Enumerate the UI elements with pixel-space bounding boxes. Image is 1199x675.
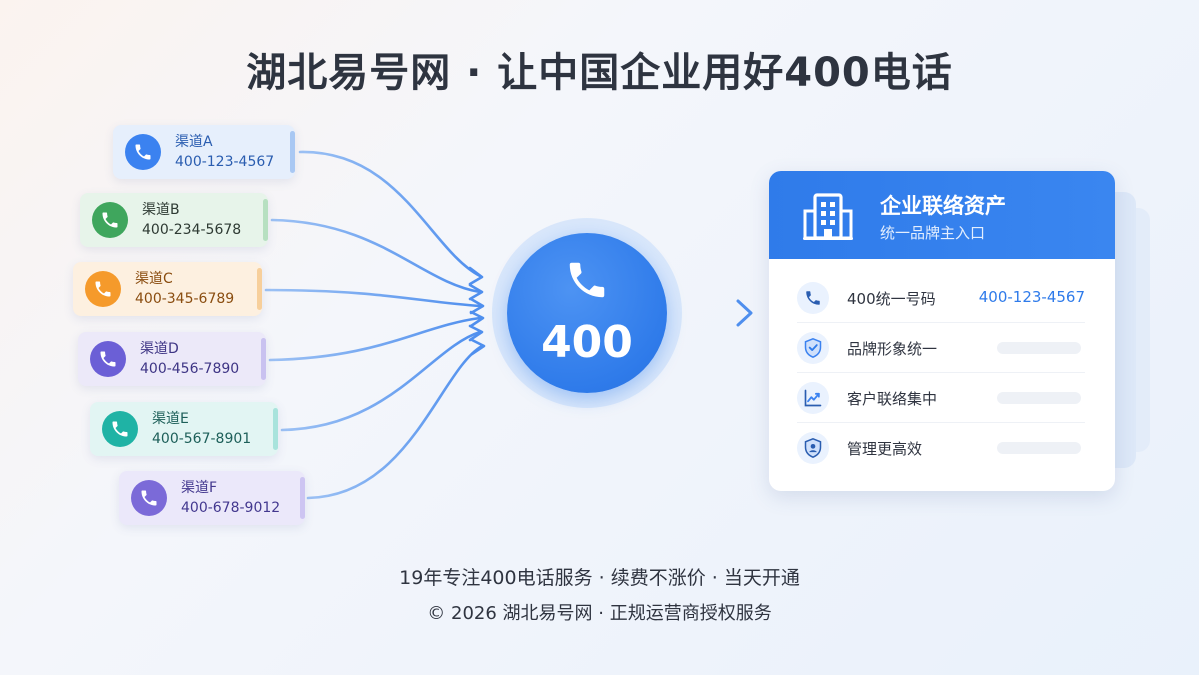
phone-icon [564,257,610,307]
placeholder-bar [997,392,1081,404]
card-header: 企业联络资产 统一品牌主入口 [769,171,1115,259]
arrowhead-b [468,283,484,301]
channel-card-c: 渠道C 400-345-6789 [73,262,262,316]
card-row-number: 400统一号码 400-123-4567 [797,273,1085,323]
card-title: 企业联络资产 [880,194,1006,218]
arrowhead-d [469,310,485,328]
footer-tagline: 19年专注400电话服务 · 续费不涨价 · 当天开通 [399,567,800,589]
channel-label: 渠道A [175,134,213,150]
output-arrowhead [736,299,753,327]
arrowhead-e [468,324,484,342]
hub-400-circle: 400 [507,233,667,393]
arrowhead-f [470,338,486,356]
channel-label: 渠道E [152,411,189,427]
building-icon [801,191,855,245]
channel-number: 400-345-6789 [135,291,235,307]
placeholder-bar [997,442,1081,454]
flow-line-f [306,344,484,500]
row-label: 品牌形象统一 [847,340,938,358]
phone-icon [85,271,121,307]
arrowhead-c [469,297,485,315]
channel-number: 400-123-4567 [175,154,275,170]
page-title: 湖北易号网 · 让中国企业用好400电话 [246,50,953,96]
enterprise-contact-card: 企业联络资产 统一品牌主入口 400统一号码 400-123-4567 品牌形象… [769,171,1115,491]
phone-icon [797,282,829,314]
channel-card-b: 渠道B 400-234-5678 [80,193,268,247]
arrowhead-a [468,266,484,286]
flow-line-d [268,316,482,362]
channel-card-f: 渠道F 400-678-9012 [119,471,305,525]
card-subtitle: 统一品牌主入口 [880,224,986,242]
channel-number: 400-456-7890 [140,361,240,377]
flow-line-a [298,150,482,278]
footer-copyright: © 2026 湖北易号网 · 正规运营商授权服务 [427,603,772,624]
channel-number: 400-678-9012 [181,500,281,516]
flow-line-e [280,330,482,432]
row-label: 400统一号码 [847,290,936,308]
channel-label: 渠道C [135,271,173,287]
phone-icon [92,202,128,238]
row-value: 400-123-4567 [978,288,1085,306]
channel-number: 400-234-5678 [142,222,242,238]
phone-icon [125,134,161,170]
phone-icon [131,480,167,516]
placeholder-bar [997,342,1081,354]
channel-card-a: 渠道A 400-123-4567 [113,125,295,179]
channel-label: 渠道D [140,341,179,357]
chart-up-icon [797,382,829,414]
card-row-brand: 品牌形象统一 [797,323,1085,373]
flow-line-b [270,218,482,294]
channel-label: 渠道F [181,480,218,496]
row-label: 客户联络集中 [847,390,938,408]
flow-line-c [264,288,482,308]
card-row-management: 管理更高效 [797,423,1085,473]
shield-user-icon [797,432,829,464]
shield-check-icon [797,332,829,364]
hub-number: 400 [541,317,633,368]
phone-icon [90,341,126,377]
channel-card-d: 渠道D 400-456-7890 [78,332,266,386]
card-row-contact: 客户联络集中 [797,373,1085,423]
row-label: 管理更高效 [847,440,923,458]
channel-number: 400-567-8901 [152,431,252,447]
channel-label: 渠道B [142,202,180,218]
channel-card-e: 渠道E 400-567-8901 [90,402,278,456]
phone-icon [102,411,138,447]
